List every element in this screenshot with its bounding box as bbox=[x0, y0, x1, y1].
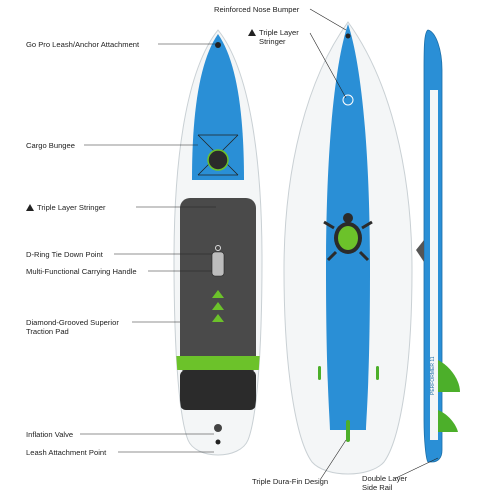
go-pro-mount bbox=[215, 42, 221, 48]
triple-layer-stringer-icon bbox=[26, 204, 34, 211]
d-ring bbox=[215, 245, 221, 251]
tail-pad bbox=[180, 370, 256, 410]
label-traction-pad-line1: Diamond-Grooved Superior bbox=[26, 318, 119, 327]
label-cargo-bungee: Cargo Bungee bbox=[26, 141, 75, 150]
triple-layer-stringer-icon-mid bbox=[248, 29, 256, 36]
label-side-rail-line2: Side Rail bbox=[362, 483, 393, 492]
carry-handle bbox=[211, 251, 225, 277]
label-triple-stringer-left: Triple Layer Stringer bbox=[26, 203, 106, 212]
mid-right-fin bbox=[376, 366, 379, 380]
label-fins: Triple Dura-Fin Design bbox=[252, 477, 329, 486]
traction-chevrons bbox=[212, 290, 224, 322]
middle-board-bottom-view bbox=[283, 21, 413, 475]
side-handle bbox=[416, 240, 424, 262]
label-leash-point: Leash Attachment Point bbox=[26, 448, 107, 457]
traction-pad bbox=[180, 198, 256, 374]
label-side-rail: Double Layer Side Rail bbox=[362, 474, 432, 492]
traction-pad-green-band bbox=[176, 356, 260, 370]
side-fin-large bbox=[438, 360, 460, 392]
label-triple-stringer-mid: Triple Layer Stringer bbox=[248, 28, 299, 46]
mid-left-fin bbox=[318, 366, 321, 380]
label-triple-stringer-left-text: Triple Layer Stringer bbox=[37, 203, 106, 212]
right-board-side-view: PERFORMER 11 bbox=[416, 29, 460, 463]
nose-bumper-mount bbox=[345, 33, 351, 39]
label-go-pro-attachment: Go Pro Leash/Anchor Attachment bbox=[26, 40, 140, 49]
mid-center-fin bbox=[346, 420, 350, 442]
label-triple-stringer-mid-line2: Stringer bbox=[259, 37, 286, 46]
left-board-top-view bbox=[173, 29, 263, 456]
label-side-rail-line1: Double Layer bbox=[362, 474, 408, 483]
label-carry-handle: Multi-Functional Carrying Handle bbox=[26, 267, 137, 276]
label-d-ring: D-Ring Tie Down Point bbox=[26, 250, 103, 259]
side-board-white-core bbox=[430, 90, 438, 440]
label-inflation-valve: Inflation Valve bbox=[26, 430, 74, 439]
label-traction-pad: Diamond-Grooved Superior Traction Pad bbox=[26, 318, 146, 336]
side-fin-small bbox=[438, 410, 458, 432]
leader-lines bbox=[80, 8, 439, 481]
side-brand-text: PERFORMER 11 bbox=[430, 356, 436, 395]
label-traction-pad-line2: Traction Pad bbox=[26, 327, 69, 336]
left-nose-blue-stripe bbox=[192, 34, 244, 180]
leash-plug bbox=[215, 439, 221, 445]
mid-stringer-icon bbox=[342, 94, 354, 106]
label-nose-bumper: Reinforced Nose Bumper bbox=[214, 5, 300, 14]
label-triple-stringer-mid-line1: Triple Layer bbox=[259, 28, 299, 37]
left-logo-medallion bbox=[207, 149, 229, 171]
inflation-valve bbox=[214, 424, 222, 432]
turtle-logo-icon bbox=[323, 213, 373, 262]
